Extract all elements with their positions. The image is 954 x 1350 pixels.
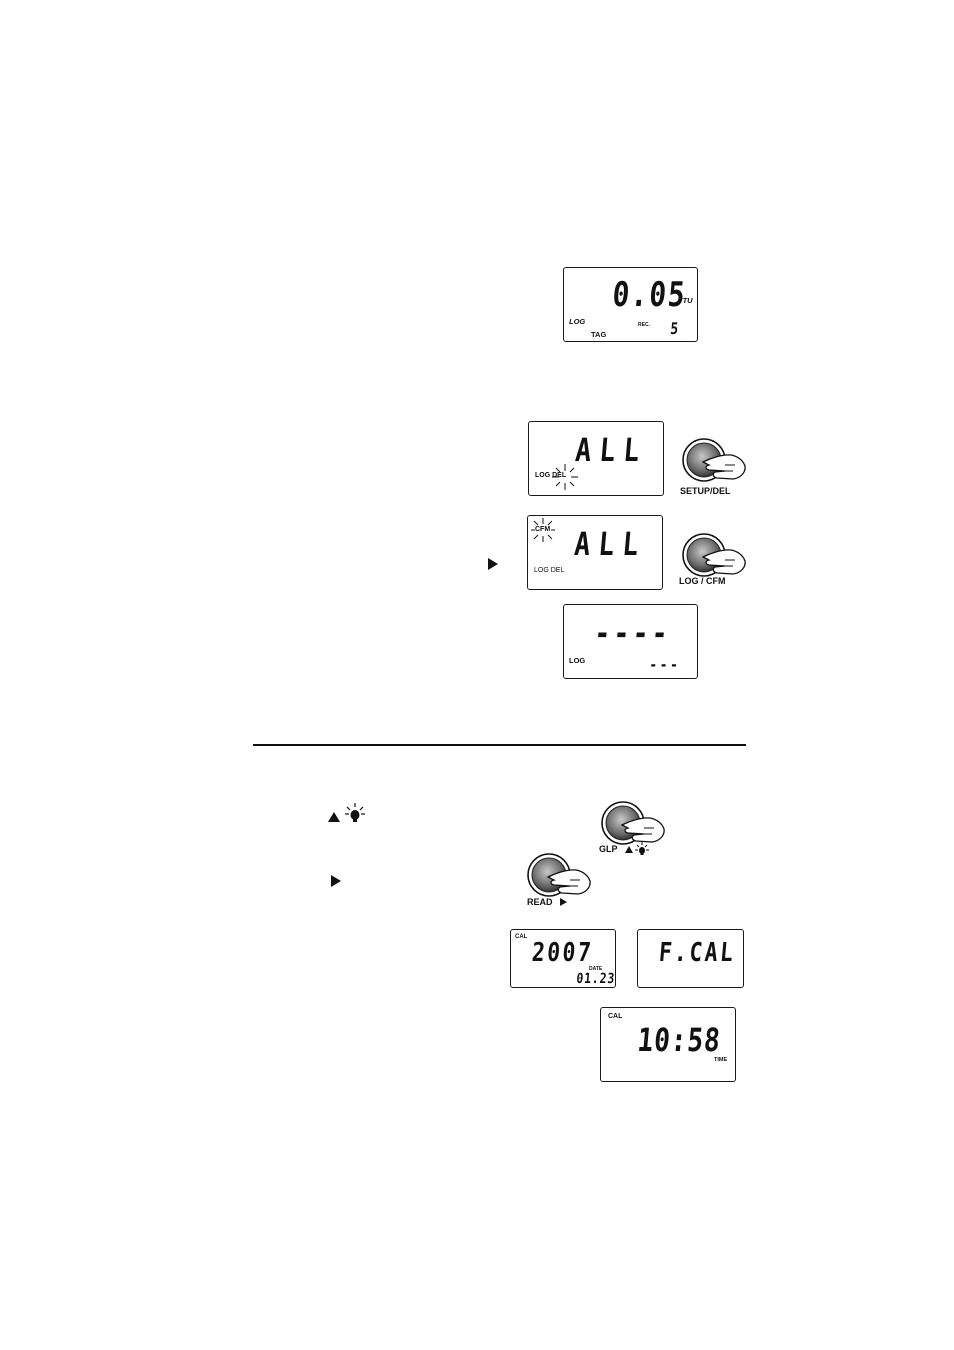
pressing-hand-icon (681, 533, 751, 581)
lcd-record-number: 5 (670, 321, 681, 337)
lcd-date-value: 01.23 (576, 972, 616, 986)
log-cfm-label: LOG / CFM (679, 576, 726, 586)
setup-del-label: SETUP/DEL (680, 486, 731, 496)
glp-label: GLP (599, 844, 618, 854)
lcd-main-fcal: F.CAL (658, 940, 737, 966)
lcd-log-indicator: LOG (569, 318, 585, 326)
lcd-cal-time-display: CAL 10:58 TIME (600, 1007, 736, 1082)
lcd-main-reading: 0.05 (611, 278, 688, 312)
setup-del-button[interactable]: SETUP/DEL (681, 438, 751, 498)
backlight-lamp-icon (635, 842, 649, 856)
glp-button[interactable]: GLP (599, 801, 675, 857)
lcd-main-time: 10:58 (636, 1024, 722, 1056)
blink-rays-icon (530, 517, 556, 543)
lcd-unit-ftu: FTU (678, 297, 693, 305)
lcd-sub-dashes: --- (649, 657, 681, 673)
lcd-tag-indicator: TAG (591, 331, 606, 339)
right-arrow-icon (488, 558, 498, 570)
lcd-main-year: 2007 (531, 940, 594, 966)
read-label: READ (527, 897, 553, 907)
right-arrow-icon (331, 875, 341, 887)
lcd-rec-indicator: REC. (638, 323, 650, 328)
lcd-main-all-confirm: ALL (573, 528, 648, 560)
lcd-fcal-display: F.CAL (637, 929, 744, 988)
lcd-delete-all-display: ALL LOG DEL (528, 421, 664, 496)
up-arrow-icon (625, 846, 633, 853)
section-divider (253, 744, 746, 746)
lcd-log-indicator: LOG (569, 657, 585, 665)
lcd-reading-display: 0.05 FTU LOG TAG REC. 5 (563, 267, 698, 342)
blink-rays-icon (550, 462, 580, 492)
lcd-main-all: ALL (574, 434, 649, 466)
lcd-empty-log-display: ---- LOG --- (563, 604, 698, 679)
lcd-main-dashes: ---- (593, 617, 672, 649)
right-arrow-icon (560, 898, 567, 906)
up-arrow-icon (328, 812, 340, 822)
pressing-hand-icon (525, 853, 601, 899)
backlight-lamp-icon (344, 802, 366, 824)
pressing-hand-icon (681, 438, 751, 486)
pressing-hand-icon (599, 801, 675, 847)
lcd-confirm-delete-display: ALL CFM LOG DEL (527, 515, 663, 590)
lcd-cal-date-display: CAL 2007 DATE 01.23 (510, 929, 616, 988)
read-button[interactable]: READ (525, 853, 601, 909)
log-cfm-button[interactable]: LOG / CFM (681, 533, 751, 593)
lcd-time-indicator: TIME (714, 1058, 727, 1064)
lcd-cal-indicator: CAL (515, 934, 527, 940)
lcd-log-del-indicator: LOG DEL (534, 567, 564, 574)
lcd-cal-indicator: CAL (608, 1013, 622, 1020)
